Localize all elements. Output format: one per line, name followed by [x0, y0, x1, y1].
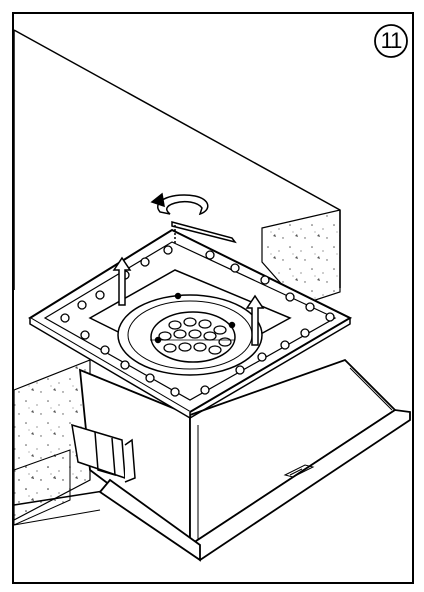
frame-border: [12, 12, 414, 584]
rotate-arrow-icon: [150, 192, 209, 216]
mounting-holes: [60, 245, 335, 397]
lift-arrow-icon-right: [245, 294, 265, 346]
side-clip: [71, 423, 136, 483]
drain-grate: [150, 292, 236, 363]
step-badge: 11: [372, 22, 410, 60]
housing-body: [78, 358, 411, 562]
concrete-right: [261, 209, 341, 306]
concrete-left-lower: [13, 449, 71, 526]
wrench-icon: [171, 221, 237, 245]
step-circle: [374, 24, 408, 58]
lift-arrow-icon: [112, 256, 132, 306]
step-number: 11: [380, 28, 403, 53]
